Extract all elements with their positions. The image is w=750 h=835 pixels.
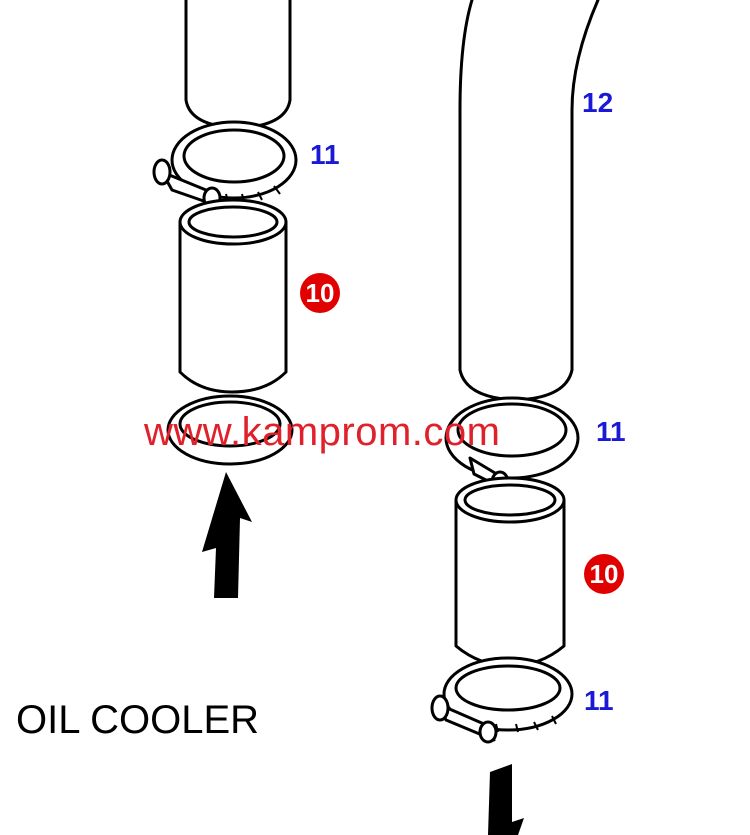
right-hose-assembly [430, 0, 600, 835]
left-hose-assembly [152, 0, 298, 598]
callout-left-lower-clamp: 11 [306, 395, 336, 426]
left-hose [178, 198, 288, 394]
left-upper-clamp [152, 120, 298, 210]
callout-right-lower-clamp: 11 [584, 685, 614, 716]
right-lower-clamp [430, 656, 574, 744]
left-flow-arrow [202, 472, 252, 598]
right-hose [454, 476, 566, 668]
callout-right-bent-pipe: 12 [582, 87, 614, 118]
left-upper-pipe [184, 0, 292, 130]
watermark-text: www.kamprom.com [144, 410, 501, 454]
diagram-caption: OIL COOLER [16, 698, 260, 742]
right-flow-arrow [488, 764, 524, 835]
right-bent-pipe [458, 0, 600, 402]
callout-right-hose-badge: 10 [584, 554, 624, 594]
callout-right-upper-clamp: 11 [596, 416, 626, 447]
callout-left-upper-clamp: 11 [310, 139, 340, 170]
callout-left-hose-badge: 10 [300, 273, 340, 313]
left-lower-clamp [166, 394, 294, 466]
